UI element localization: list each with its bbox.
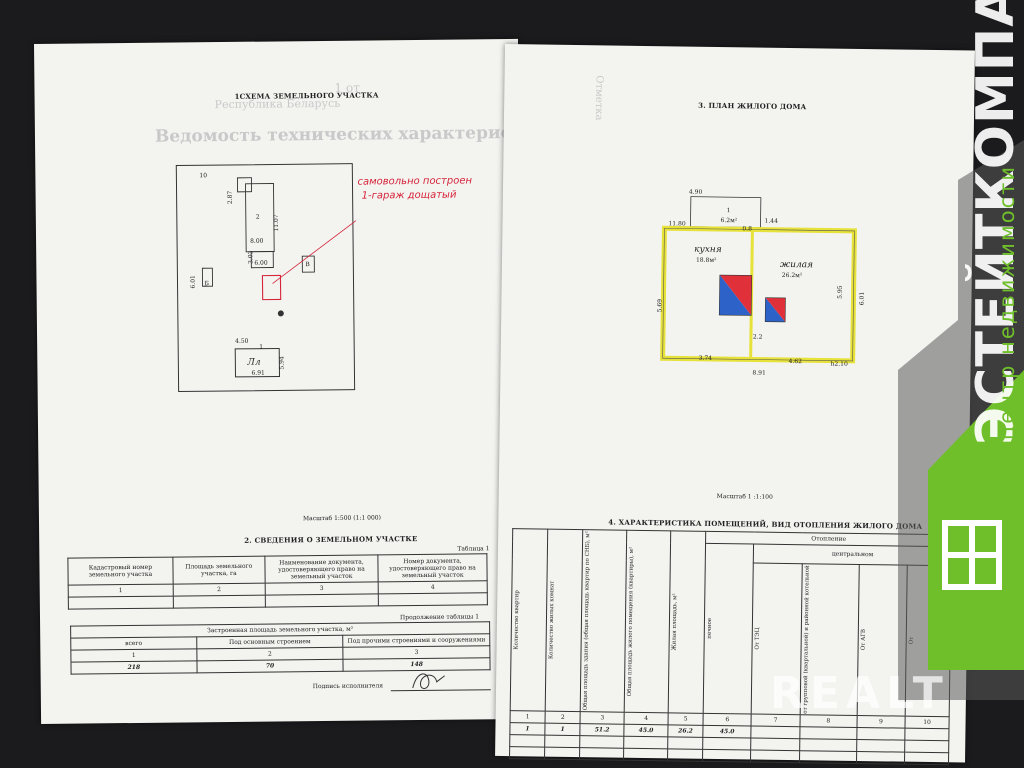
plan-label: Б	[204, 280, 209, 288]
scheme-scale: Масштаб 1:500 (1:1 000)	[302, 514, 382, 523]
right-document-page: Отметка 3. ПЛАН ЖИЛОГО ДОМА 4.90 1 6.2м²…	[495, 44, 975, 765]
outer-walls	[660, 225, 857, 364]
signature-label: Подпись исполнителя	[312, 682, 384, 691]
building-b	[250, 251, 274, 269]
plan-label: 6.00	[254, 259, 268, 267]
table-value-cell: 70	[196, 659, 344, 673]
table-value-cell: 218	[70, 660, 197, 675]
realt-watermark: REALT	[770, 668, 949, 719]
unauthorized-garage	[261, 274, 282, 301]
plan-label: 5.69	[656, 298, 664, 313]
plan-label: 5.95	[836, 285, 844, 299]
signature-scribble	[412, 673, 445, 689]
table-number-cell: 1	[510, 710, 546, 724]
table-value-cell: 26.2	[667, 725, 704, 738]
table-value-cell: 51.2	[580, 723, 625, 737]
plan-label: 4.50	[235, 337, 249, 345]
plan-label: 2.87	[226, 190, 234, 205]
table-value-cell: 45.0	[623, 724, 669, 738]
ghost-heading: Ведомость технических характеристик	[154, 122, 547, 147]
table-number-cell: 2	[172, 583, 266, 597]
table-header-cell: Номер документа, удостоверяющего право н…	[377, 553, 488, 582]
plan-label: 6.2м²	[720, 217, 738, 225]
table-1-caption: Таблица 1	[457, 545, 490, 553]
plan-label: 5.94	[278, 356, 286, 370]
plan-label: 1	[259, 343, 264, 351]
table-header-cell: Кадастровый номер земельного участка	[67, 557, 173, 586]
house-plan-title: 3. ПЛАН ЖИЛОГО ДОМА	[698, 100, 807, 112]
plan-label: 1.44	[764, 217, 778, 225]
plan-label: 6.01	[858, 291, 866, 306]
plan-label: 8.00	[250, 237, 264, 245]
table-number-cell: 2	[545, 711, 581, 724]
table-number-cell: 3	[580, 711, 625, 725]
handwritten-note-line-2: 1-гараж дощатый	[361, 189, 457, 202]
land-plot-scheme	[175, 163, 358, 393]
note-leader-line	[272, 198, 358, 284]
house-main	[234, 347, 280, 378]
land-info-table: Кадастровый номер земельного участка Пло…	[67, 553, 488, 610]
table-value-cell: 45.0	[702, 725, 752, 739]
plan-label: 4.62	[788, 357, 803, 366]
table-header-cell: Площадь земельного участка, га	[172, 556, 266, 585]
table-header-cell: Количество квартир	[513, 590, 521, 650]
table-header-cell: Общая площадь жилого помещения (квартиры…	[627, 546, 636, 697]
table-value-cell	[799, 726, 857, 740]
plan-label-house: Лл	[247, 357, 261, 368]
table-1-continuation-caption: Продолжение таблицы 1	[399, 613, 480, 622]
room-area-kitchen: 18.8м²	[695, 256, 717, 264]
handwritten-note-line-1: самовольно построен	[357, 175, 473, 188]
table-value-cell: 1	[544, 723, 581, 736]
plan-label: 2	[255, 213, 260, 221]
ghost-side-text: Отметка	[592, 75, 605, 121]
plan-label: 1	[726, 207, 731, 215]
table-header-cell: От ТЭЦ	[754, 627, 762, 650]
agency-watermark: ЭСТЕЙТКОМПАНИ центр недвижимости	[880, 0, 1024, 768]
plan-label: 11.80	[668, 220, 686, 228]
watermark-brand-sub: центр недвижимости	[995, 164, 1019, 440]
room-area-living: 26.2м²	[781, 271, 803, 280]
table-header-cell: Жилая площадь, м²	[671, 593, 679, 651]
plan-label: h2.10	[830, 360, 848, 368]
scheme-title: 1СХЕМА ЗЕМЕЛЬНОГО УЧАСТКА	[234, 90, 379, 101]
building-small	[236, 177, 253, 193]
plan-label: 10	[199, 172, 208, 180]
plan-label: 6.91	[251, 369, 265, 377]
shed-b	[201, 267, 214, 287]
table-value-cell	[751, 726, 800, 739]
table-header-cell: Наименование документа, удостоверяющего …	[264, 554, 379, 584]
table-header-cell: Количество жилых комнат	[548, 581, 556, 660]
table-header-cell: печное	[706, 618, 714, 639]
well-marker	[277, 310, 284, 317]
plan-label: 3.74	[698, 354, 713, 362]
plan-label: 6.01	[189, 275, 197, 289]
house-floor-plan	[660, 196, 857, 364]
table-header-cell: От АГВ	[860, 629, 867, 651]
section-4-title: 4. ХАРАКТЕРИСТИКА ПОМЕЩЕНИЙ, ВИД ОТОПЛЕН…	[608, 517, 923, 531]
room-name-kitchen: кухня	[694, 244, 722, 256]
plan-label: 0.8	[742, 225, 753, 233]
plan-label: 2.2	[752, 333, 763, 341]
table-number-cell: 6	[703, 713, 752, 727]
room-name-living: жилая	[779, 259, 814, 271]
plot-boundary	[175, 163, 356, 393]
watermark-house-shape	[898, 140, 1024, 700]
plan-label: 4.90	[688, 188, 703, 196]
left-document-page: Ведомость технических характеристик 1 от…	[34, 38, 546, 724]
built-area-table: Застроенная площадь земельного участка, …	[70, 621, 491, 675]
table-header-cell: Общая площадь здания (общая площадь квар…	[582, 531, 592, 711]
plan-label: В	[305, 261, 310, 269]
plan-label: 11.07	[272, 214, 281, 232]
table-value-cell: 1	[509, 722, 546, 736]
stove-red	[719, 275, 752, 316]
section-2-title: 2. СВЕДЕНИЯ О ЗЕМЕЛЬНОМ УЧАСТКЕ	[244, 534, 418, 545]
table-number-cell: 5	[668, 713, 704, 726]
oven-red	[765, 297, 786, 322]
oven-blue	[765, 297, 786, 322]
stove-blue	[719, 275, 752, 316]
table-number-cell: 4	[624, 712, 669, 726]
plan-label: 8.91	[752, 369, 766, 377]
table-number-cell: 1	[68, 584, 174, 598]
house-plan-scale: Масштаб 1 :1:100	[716, 493, 773, 501]
